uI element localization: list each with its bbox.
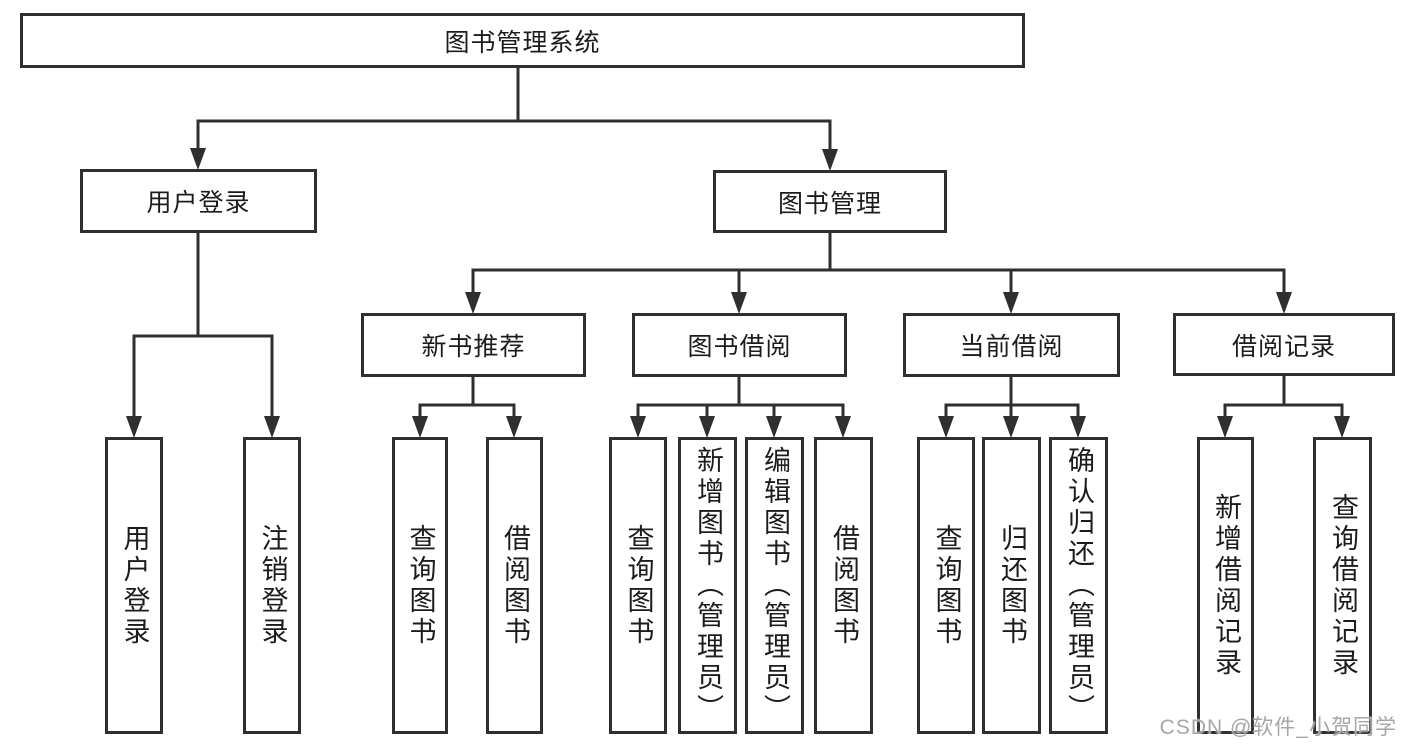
arrowhead-down-icon	[412, 416, 428, 438]
node-query-book-2: 查询图书	[609, 437, 667, 734]
arrowhead-down-icon	[190, 148, 206, 170]
node-query-borrow-record: 查询借阅记录	[1313, 437, 1372, 734]
node-user-login-leaf: 用户登录	[105, 437, 163, 734]
connector	[1217, 374, 1350, 438]
connector-line	[636, 374, 845, 422]
node-new-book-recommend: 新书推荐	[361, 313, 586, 377]
connector	[190, 65, 838, 171]
arrowhead-down-icon	[630, 416, 646, 438]
node-add-book-admin: 新增图书（管理员）	[678, 437, 737, 734]
arrowhead-down-icon	[1217, 416, 1233, 438]
connector-line	[196, 65, 832, 155]
arrowhead-down-icon	[1334, 416, 1350, 438]
node-borrow-book-2: 借阅图书	[814, 437, 873, 734]
node-add-borrow-record: 新增借阅记录	[1197, 437, 1254, 734]
node-query-book-1: 查询图书	[392, 437, 448, 734]
arrowhead-down-icon	[465, 292, 481, 314]
connector-line	[132, 230, 274, 422]
arrowhead-down-icon	[699, 416, 715, 438]
arrowhead-down-icon	[1003, 416, 1019, 438]
arrowhead-down-icon	[1276, 292, 1292, 314]
arrowhead-down-icon	[1070, 416, 1086, 438]
arrowhead-down-icon	[506, 416, 522, 438]
arrowhead-down-icon	[126, 416, 142, 438]
connector-line	[418, 374, 516, 422]
connector	[938, 374, 1086, 438]
node-borrow-record: 借阅记录	[1173, 313, 1395, 376]
connector-line	[1223, 374, 1344, 422]
node-current-borrow: 当前借阅	[903, 313, 1120, 377]
node-logout: 注销登录	[243, 437, 301, 734]
arrowhead-down-icon	[822, 149, 838, 171]
connector-line	[944, 374, 1080, 422]
watermark: CSDN @软件_小贺同学	[1159, 716, 1397, 739]
node-borrow-book-1: 借阅图书	[486, 437, 543, 734]
node-user-login: 用户登录	[80, 169, 317, 233]
node-query-book-3: 查询图书	[917, 437, 975, 734]
connector	[126, 230, 280, 438]
arrowhead-down-icon	[766, 416, 782, 438]
arrowhead-down-icon	[938, 416, 954, 438]
arrowhead-down-icon	[835, 416, 851, 438]
node-return-book: 归还图书	[982, 437, 1041, 734]
connector	[412, 374, 522, 438]
node-library-system: 图书管理系统	[20, 13, 1025, 68]
arrowhead-down-icon	[264, 416, 280, 438]
arrowhead-down-icon	[1003, 292, 1019, 314]
node-confirm-return-admin: 确认归还（管理员）	[1049, 437, 1108, 734]
connector	[465, 230, 1292, 314]
node-book-borrow: 图书借阅	[632, 313, 847, 377]
arrowhead-down-icon	[731, 292, 747, 314]
connector	[630, 374, 851, 438]
node-book-management: 图书管理	[713, 170, 947, 233]
node-edit-book-admin: 编辑图书（管理员）	[745, 437, 804, 734]
connector-line	[471, 230, 1286, 298]
